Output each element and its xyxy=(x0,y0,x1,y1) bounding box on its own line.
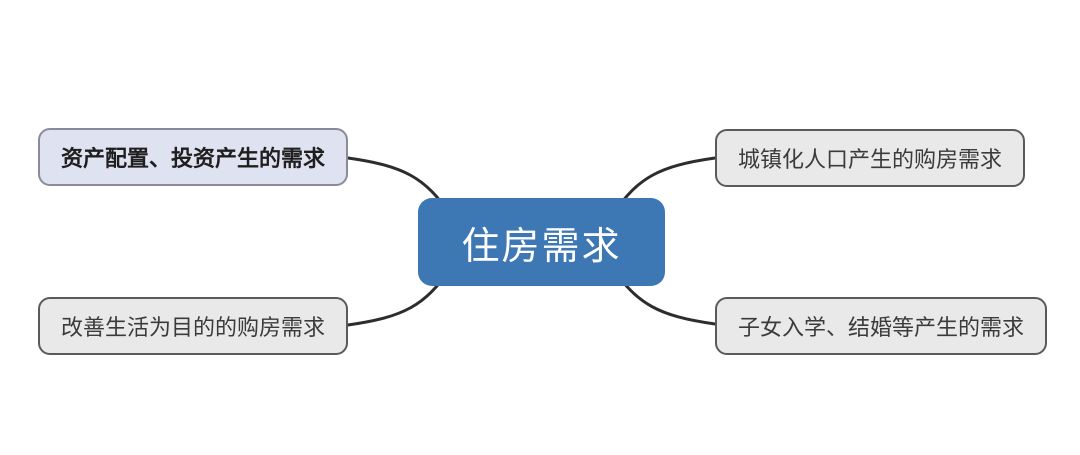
branch-node-label: 改善生活为目的的购房需求 xyxy=(60,315,325,340)
branch-node-label: 资产配置、投资产生的需求 xyxy=(60,146,325,171)
branch-node-label: 城镇化人口产生的购房需求 xyxy=(737,147,1002,172)
branch-node-asset-allocation[interactable]: 资产配置、投资产生的需求 xyxy=(38,128,348,186)
branch-node-improve-living[interactable]: 改善生活为目的的购房需求 xyxy=(38,297,348,355)
branch-node-urbanization[interactable]: 城镇化人口产生的购房需求 xyxy=(715,129,1025,187)
central-topic-node[interactable]: 住房需求 xyxy=(418,198,665,286)
branch-node-label: 子女入学、结婚等产生的需求 xyxy=(737,315,1024,340)
branch-node-family-events[interactable]: 子女入学、结婚等产生的需求 xyxy=(715,297,1047,355)
central-topic-label: 住房需求 xyxy=(461,225,622,268)
